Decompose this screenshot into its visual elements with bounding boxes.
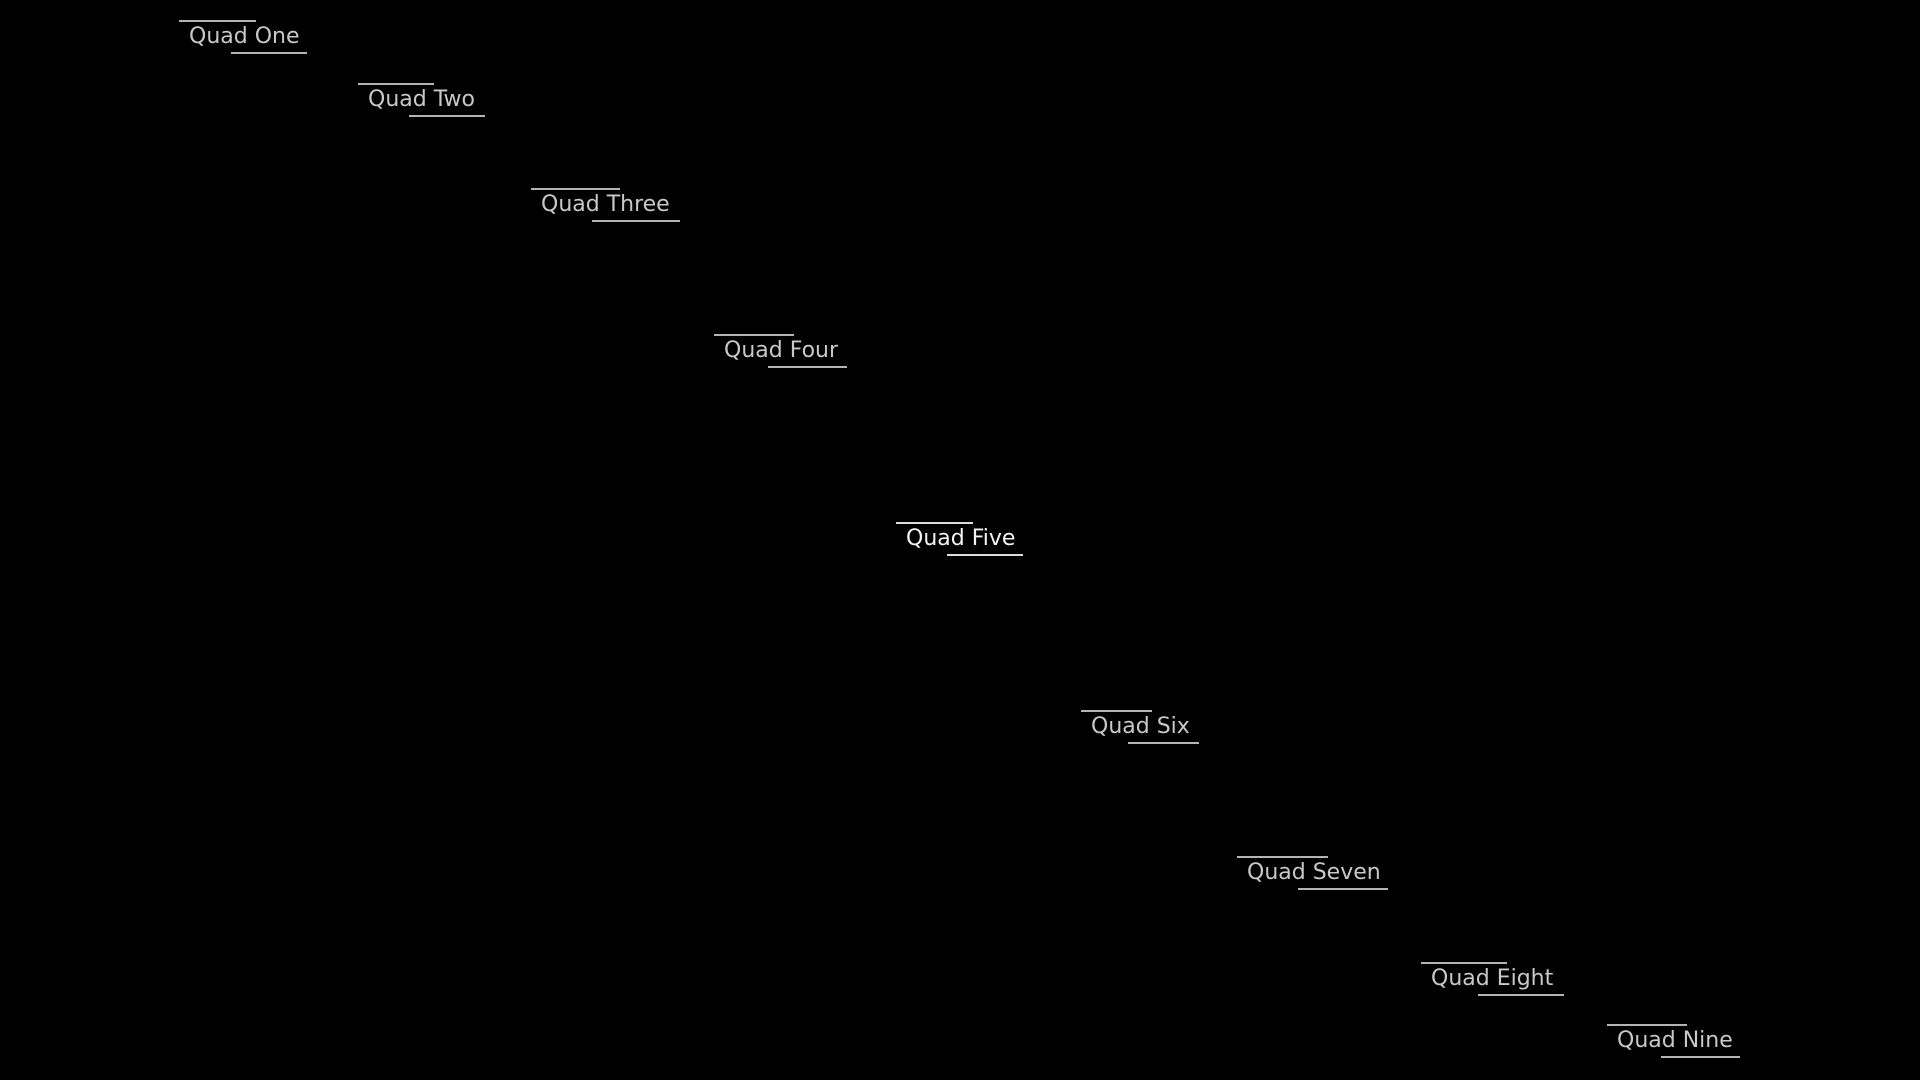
quad-top-line bbox=[1081, 710, 1152, 712]
quad-item-six[interactable]: Quad Six bbox=[1081, 710, 1201, 746]
quad-label: Quad Eight bbox=[1431, 966, 1554, 991]
quad-item-three[interactable]: Quad Three bbox=[531, 188, 681, 224]
quad-label: Quad Four bbox=[724, 338, 839, 363]
quad-top-line bbox=[531, 188, 620, 190]
quad-label: Quad One bbox=[189, 24, 300, 49]
quad-top-line bbox=[1421, 962, 1507, 964]
quad-item-four[interactable]: Quad Four bbox=[714, 334, 850, 370]
quad-bottom-line bbox=[768, 366, 847, 368]
quad-bottom-line bbox=[231, 52, 307, 54]
quad-bottom-line bbox=[1478, 994, 1564, 996]
quad-bottom-line bbox=[1661, 1056, 1740, 1058]
quad-bottom-line bbox=[947, 554, 1023, 556]
quad-bottom-line bbox=[409, 115, 485, 117]
quad-top-line bbox=[896, 522, 973, 524]
quad-label: Quad Six bbox=[1091, 714, 1190, 739]
quad-top-line bbox=[1607, 1024, 1687, 1026]
quad-label: Quad Three bbox=[541, 192, 670, 217]
quad-bottom-line bbox=[592, 220, 680, 222]
quad-top-line bbox=[1237, 856, 1328, 858]
quad-item-seven[interactable]: Quad Seven bbox=[1237, 856, 1389, 892]
quad-bottom-line bbox=[1128, 742, 1199, 744]
quad-item-two[interactable]: Quad Two bbox=[358, 83, 488, 119]
quad-label: Quad Five bbox=[906, 526, 1016, 551]
quad-label: Quad Nine bbox=[1617, 1028, 1733, 1053]
quad-item-five[interactable]: Quad Five bbox=[896, 522, 1026, 558]
quad-item-one[interactable]: Quad One bbox=[179, 20, 309, 56]
quad-bottom-line bbox=[1298, 888, 1388, 890]
quad-top-line bbox=[358, 83, 434, 85]
quad-item-eight[interactable]: Quad Eight bbox=[1421, 962, 1565, 998]
quad-top-line bbox=[714, 334, 794, 336]
quad-top-line bbox=[179, 20, 256, 22]
quad-label: Quad Seven bbox=[1247, 860, 1381, 885]
quad-label: Quad Two bbox=[368, 87, 475, 112]
quad-item-nine[interactable]: Quad Nine bbox=[1607, 1024, 1741, 1060]
